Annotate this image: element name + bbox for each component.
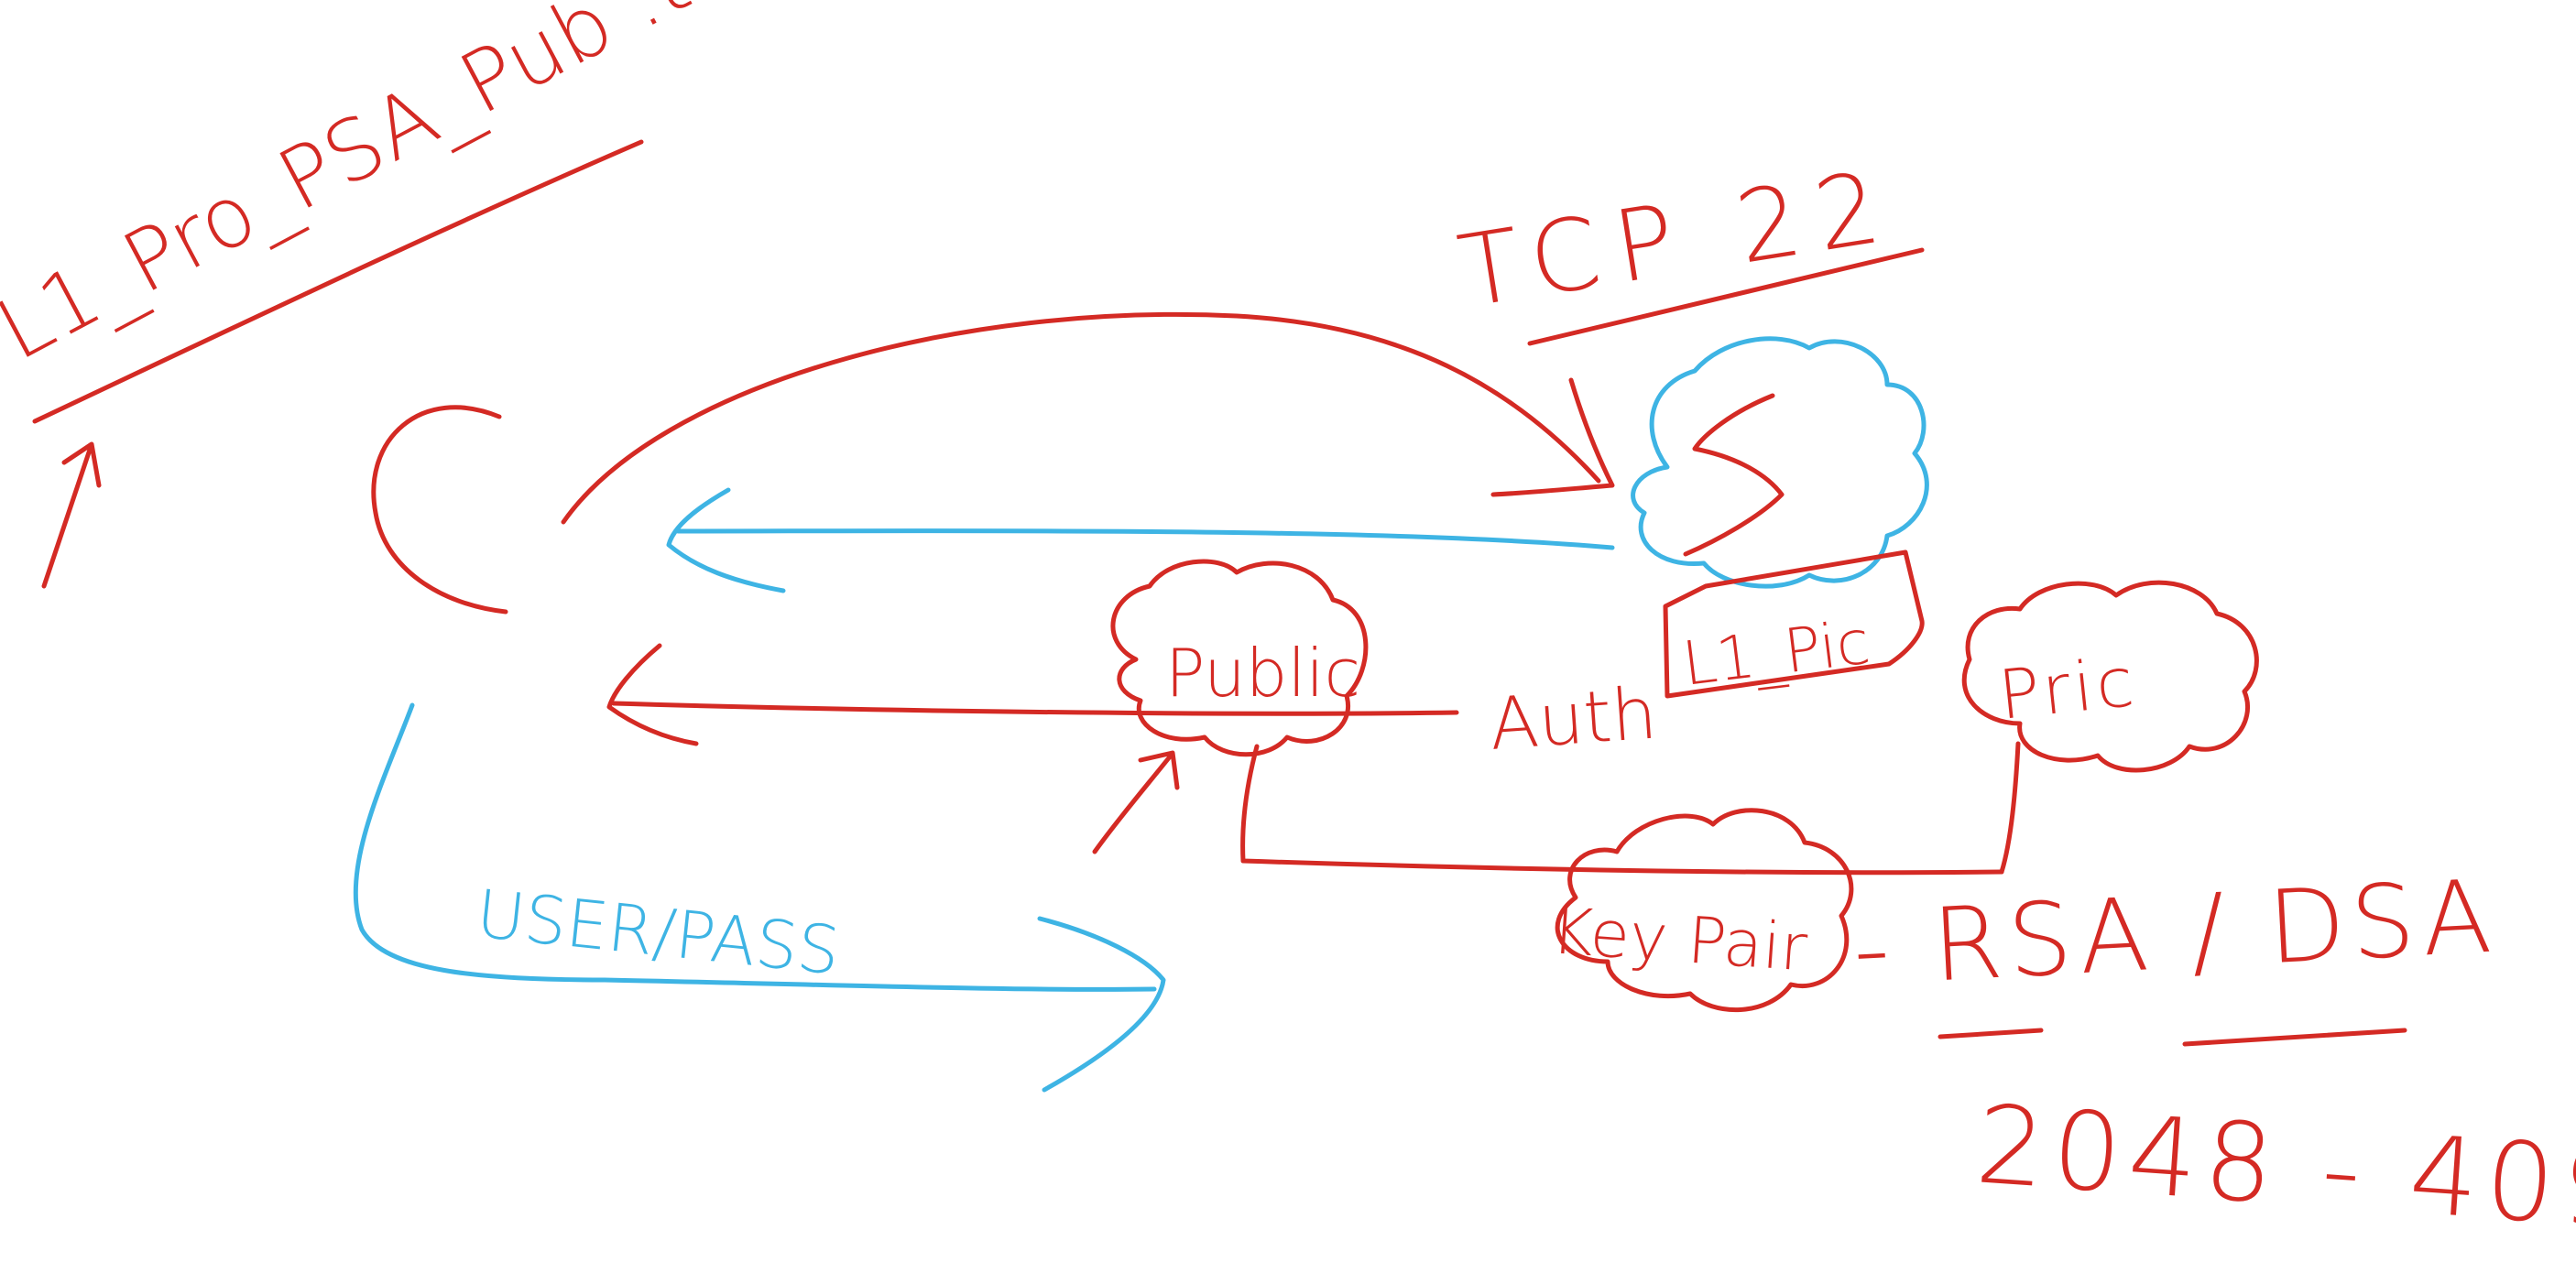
public-key-label: Public xyxy=(1165,635,1360,712)
dsa-underline xyxy=(2182,1028,2407,1047)
server-key-box xyxy=(1663,549,1925,699)
user-pass-label: USER/PASS xyxy=(473,875,843,989)
server-node: S xyxy=(0,0,1929,589)
public-key-node: Public xyxy=(1110,559,1369,757)
public-pointer-arrow xyxy=(1092,750,1180,854)
filename-label: L1_Pro_PSA_Pub .txt xyxy=(0,0,779,379)
rsa-underline xyxy=(1937,1028,2044,1039)
port-label: TCP 22 xyxy=(1452,148,1905,331)
public-key-cloud xyxy=(1110,559,1369,757)
private-key-cloud xyxy=(1961,580,2259,773)
filename-pointer-arrow xyxy=(41,441,102,589)
server-reply-arrowhead xyxy=(666,487,786,593)
user-pass-arrowhead xyxy=(1037,916,1166,1093)
server-label: S xyxy=(0,0,1,1)
server-glyph xyxy=(1683,393,1785,557)
private-to-keypair-line xyxy=(1999,741,2021,875)
key-pair-node: Key Pair xyxy=(1549,808,1854,1013)
client-node: C xyxy=(0,0,508,615)
filename-underline xyxy=(32,139,644,424)
server-cloud xyxy=(1631,336,1929,589)
client-glyph xyxy=(371,405,508,615)
auth-arrowhead xyxy=(606,643,699,746)
auth-arrow xyxy=(611,701,1459,716)
auth-label: Auth xyxy=(1487,672,1660,767)
key-sizes-label: 2048 - 4096 xyxy=(1972,1081,2576,1258)
key-pair-cloud xyxy=(1555,808,1854,1013)
connect-arc-arrowhead xyxy=(1490,377,1615,497)
connect-arc-arrow xyxy=(561,311,1601,525)
key-pair-label: Key Pair xyxy=(1549,893,1810,985)
server-reply-arrow xyxy=(675,528,1615,550)
algorithms-label: - RSA / DSA xyxy=(1850,857,2500,1008)
private-key-label: Pric xyxy=(1995,643,2141,735)
server-key-box-label: L1_Pic xyxy=(1679,607,1874,700)
private-key-node: Pric xyxy=(1961,580,2259,773)
port-underline xyxy=(1527,247,1925,346)
client-label: C xyxy=(0,0,1,1)
public-to-keypair-line xyxy=(1240,744,2004,876)
user-pass-arrow xyxy=(353,702,1157,992)
